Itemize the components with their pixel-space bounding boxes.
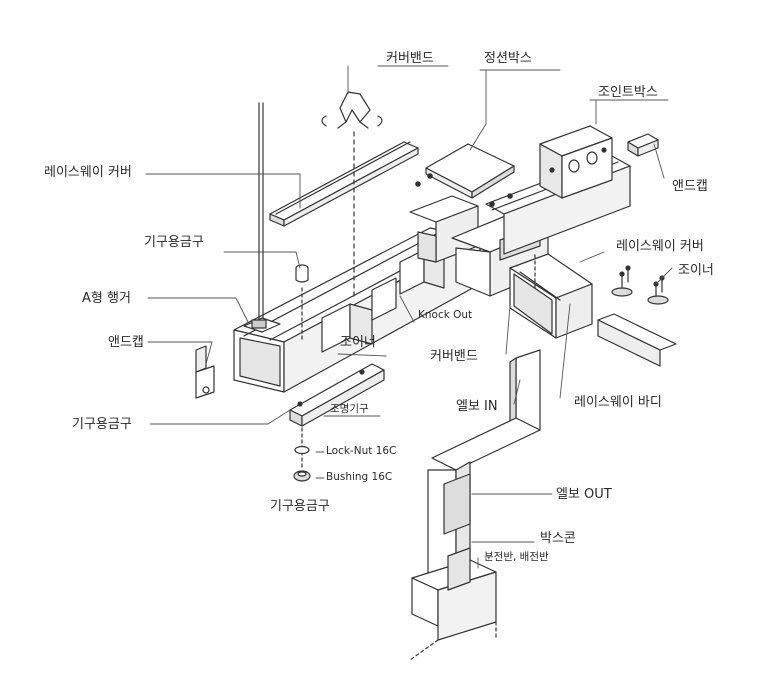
label-lighting-fixture: 조명기구 bbox=[330, 403, 369, 415]
label-a-hanger: A형 행거 bbox=[82, 291, 131, 306]
label-cover-band-center: 커버밴드 bbox=[430, 349, 478, 364]
label-fixture-fitting-top: 기구용금구 bbox=[144, 235, 204, 250]
joint-box bbox=[539, 125, 613, 199]
raceway-body-front bbox=[509, 253, 593, 339]
label-elbow-in: 엘보 IN bbox=[456, 399, 498, 414]
label-knock-out: Knock Out bbox=[418, 309, 473, 321]
label-raceway-cover-right: 레이스웨이 커버 bbox=[616, 239, 704, 254]
end-cap-left bbox=[195, 345, 215, 399]
label-raceway-body: 레이스웨이 바디 bbox=[574, 395, 662, 410]
label-joiner-right: 조이너 bbox=[678, 263, 714, 278]
label-box-connector: 박스콘 bbox=[540, 531, 576, 546]
label-fixture-fitting-bottom: 기구용금구 bbox=[270, 499, 330, 514]
label-elbow-out: 엘보 OUT bbox=[556, 487, 612, 502]
label-joint-box: 조인트박스 bbox=[598, 85, 658, 100]
label-panel-board: 분전반, 배전반 bbox=[484, 551, 549, 563]
label-end-cap-left: 앤드캡 bbox=[108, 335, 144, 350]
label-bushing: Bushing 16C bbox=[326, 471, 393, 483]
panel-board bbox=[409, 547, 497, 661]
fixture-fitting-nut bbox=[295, 264, 309, 341]
label-cover-band-top: 커버밴드 bbox=[386, 51, 434, 66]
label-end-cap-right: 앤드캡 bbox=[672, 179, 708, 194]
label-fixture-fitting-left: 기구용금구 bbox=[72, 417, 132, 432]
label-raceway-cover-left: 레이스웨이 커버 bbox=[44, 165, 132, 180]
label-lock-nut: Lock-Nut 16C bbox=[326, 445, 397, 457]
raceway-cover-long bbox=[269, 141, 419, 227]
elbow-assembly bbox=[427, 349, 541, 581]
a-hanger bbox=[243, 102, 281, 333]
lock-nut-bushing bbox=[293, 445, 311, 482]
junction-box-cover bbox=[415, 143, 515, 207]
joiner-right bbox=[597, 265, 677, 367]
label-joiner-center: 조이너 bbox=[340, 335, 376, 350]
label-junction-box: 정션박스 bbox=[484, 51, 532, 66]
cover-band-clip bbox=[321, 91, 383, 297]
end-cap-right bbox=[627, 133, 659, 157]
leader-lines bbox=[145, 65, 673, 569]
